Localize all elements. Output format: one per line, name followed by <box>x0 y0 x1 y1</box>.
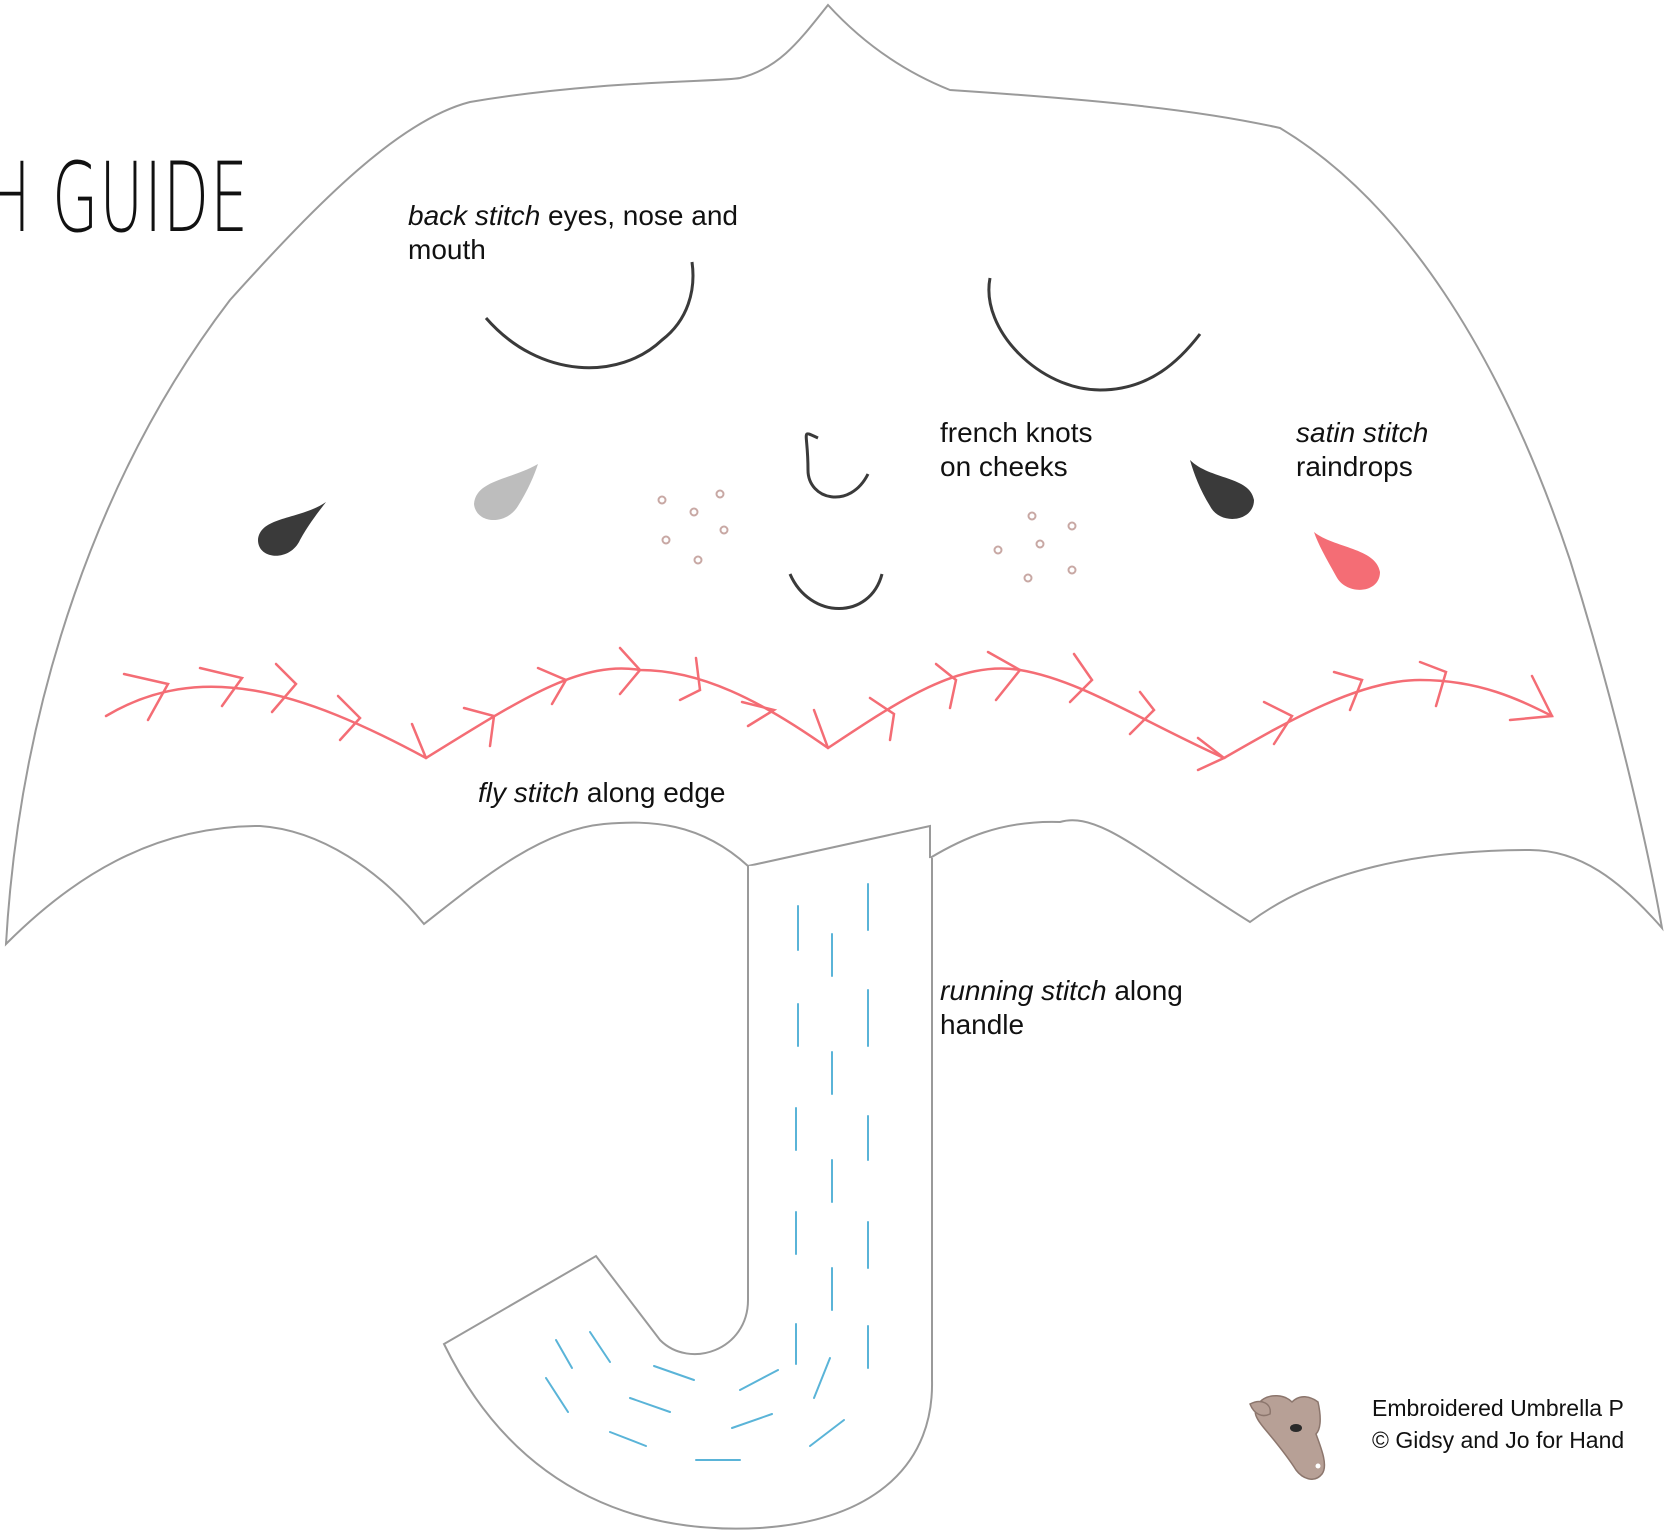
french-knots-line1: french knots <box>940 417 1093 448</box>
satin-stitch-em: satin stitch <box>1296 417 1428 448</box>
french-knots-label: french knots on cheeks <box>940 416 1093 484</box>
satin-stitch-label: satin stitch raindrops <box>1296 416 1428 484</box>
fly-stitch-label: fly stitch along edge <box>478 776 726 810</box>
back-stitch-rest: eyes, nose and <box>540 200 738 231</box>
french-knots-line2: on cheeks <box>940 451 1068 482</box>
running-stitch-line2: handle <box>940 1009 1024 1040</box>
back-stitch-line2: mouth <box>408 234 486 265</box>
fly-stitch-rest: along edge <box>579 777 725 808</box>
running-stitch-em: running stitch <box>940 975 1107 1006</box>
giraffe-head-icon <box>1250 1396 1324 1480</box>
footer-line2: © Gidsy and Jo for Hand <box>1372 1427 1624 1453</box>
back-stitch-label: back stitch eyes, nose and mouth <box>408 199 738 267</box>
running-stitch-label: running stitch along handle <box>940 974 1183 1042</box>
footer-line1: Embroidered Umbrella P <box>1372 1395 1624 1421</box>
fly-stitch-em: fly stitch <box>478 777 579 808</box>
page-title: H GUIDE <box>0 142 249 254</box>
satin-stitch-line2: raindrops <box>1296 451 1413 482</box>
running-stitch-rest: along <box>1107 975 1183 1006</box>
footer-credit: Embroidered Umbrella P © Gidsy and Jo fo… <box>1372 1392 1624 1456</box>
umbrella-handle-outline <box>444 858 932 1529</box>
back-stitch-em: back stitch <box>408 200 540 231</box>
